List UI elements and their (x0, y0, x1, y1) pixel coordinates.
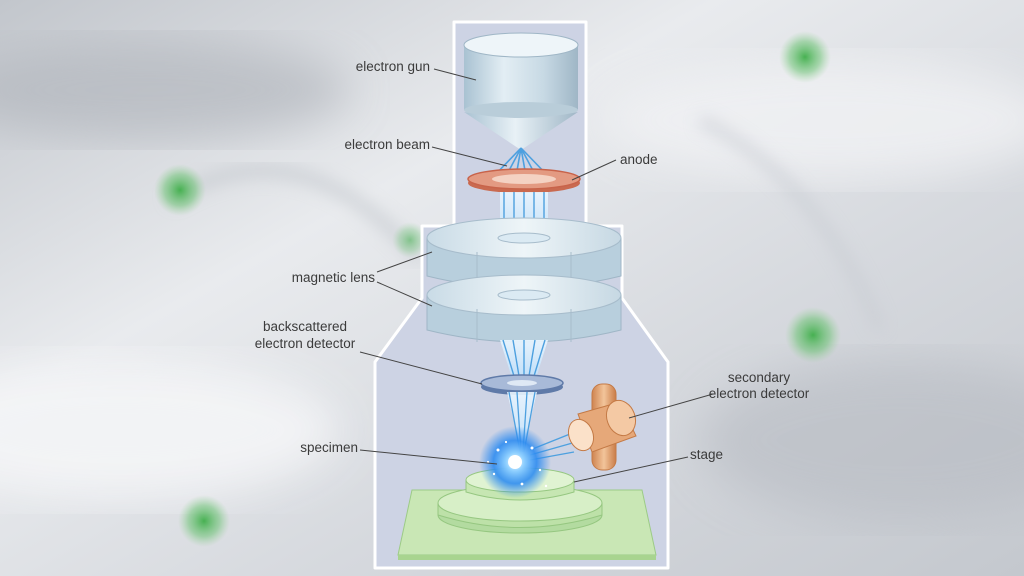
label-electron-gun: electron gun (355, 59, 430, 74)
label-specimen: specimen (300, 440, 358, 455)
label-anode: anode (620, 152, 658, 167)
converging-beam (500, 339, 548, 378)
label-backscattered-line1: backscattered (262, 319, 348, 334)
electron-gun-shape (463, 32, 579, 150)
anode-shape (467, 168, 581, 193)
label-magnetic-lens: magnetic lens (291, 270, 375, 285)
secondary-detector-shape (567, 383, 637, 471)
label-stage: stage (690, 447, 724, 462)
magnetic-lens-upper (426, 217, 622, 289)
leader-lines (359, 68, 714, 483)
label-secondary-line1: secondary (727, 370, 791, 385)
specimen-glow (479, 426, 551, 498)
green-bokeh-dots (154, 31, 841, 547)
magnetic-lens-lower (426, 274, 622, 343)
backscattered-detector-ring (480, 374, 564, 395)
label-backscattered-line2: electron detector (254, 336, 356, 351)
label-secondary-line2: electron detector (708, 386, 810, 401)
label-electron-beam: electron beam (344, 137, 430, 152)
